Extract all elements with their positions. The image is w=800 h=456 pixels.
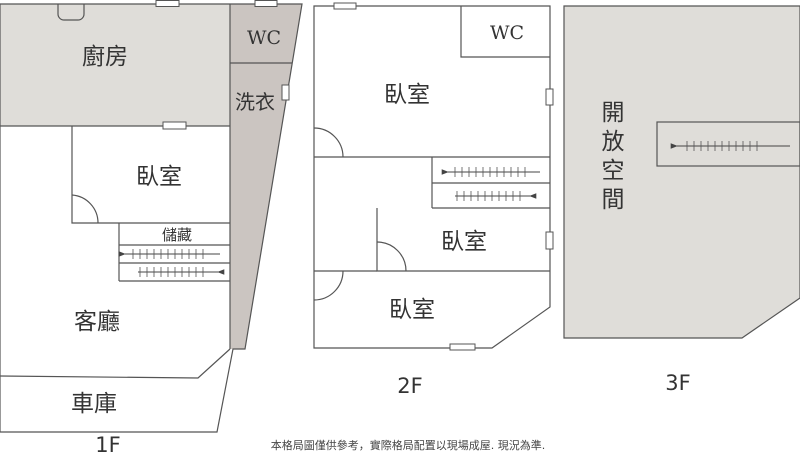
stair-opening-3f bbox=[656, 121, 800, 167]
floor-2f-outline bbox=[313, 5, 551, 349]
floor-label-2f: 2F bbox=[397, 374, 422, 398]
room-label-open-space-char-1: 開 bbox=[602, 100, 625, 126]
utility-strip bbox=[230, 4, 302, 349]
floor-3f-plan: 開 放 空 間 3F bbox=[563, 5, 800, 395]
floor-3f-outline bbox=[563, 5, 800, 339]
room-label-living-room: 客廳 bbox=[74, 309, 120, 335]
room-label-bedroom-2f-b: 臥室 bbox=[441, 229, 487, 255]
floor-1f-plan: 廚房 WC 洗衣 臥室 儲藏 客廳 車庫 1F bbox=[0, 0, 303, 456]
stair-arrow-down bbox=[118, 249, 220, 259]
room-label-wc-1f: WC bbox=[247, 27, 281, 49]
stair-arrow-up bbox=[138, 267, 225, 277]
kitchen-area bbox=[0, 4, 230, 126]
floor-1f-outline bbox=[0, 3, 303, 433]
room-label-open-space-char-4: 間 bbox=[602, 187, 625, 213]
room-label-bedroom-2f-c: 臥室 bbox=[389, 297, 435, 323]
stair-arrow-3f bbox=[670, 141, 790, 151]
disclaimer-text: 本格局圖僅供參考，實際格局配置以現場成屋. 現況為準. bbox=[271, 438, 546, 452]
floor-2f-plan: WC 臥室 臥室 臥室 2F bbox=[313, 2, 554, 398]
stair-arrow-up-2f bbox=[455, 191, 537, 201]
floor-label-3f: 3F bbox=[665, 371, 690, 395]
room-label-open-space-char-3: 空 bbox=[602, 158, 625, 184]
room-label-open-space-char-2: 放 bbox=[602, 129, 625, 155]
stair-arrow-down-2f bbox=[441, 167, 540, 177]
room-label-garage: 車庫 bbox=[71, 391, 117, 417]
room-label-wc-2f: WC bbox=[490, 22, 524, 44]
room-label-bedroom-2f-a: 臥室 bbox=[384, 82, 430, 108]
room-label-bedroom-1f: 臥室 bbox=[136, 164, 182, 190]
floor-label-1f: 1F bbox=[95, 433, 120, 456]
room-label-storage: 儲藏 bbox=[162, 226, 192, 244]
room-label-laundry: 洗衣 bbox=[235, 90, 275, 114]
room-label-kitchen: 廚房 bbox=[82, 44, 128, 70]
